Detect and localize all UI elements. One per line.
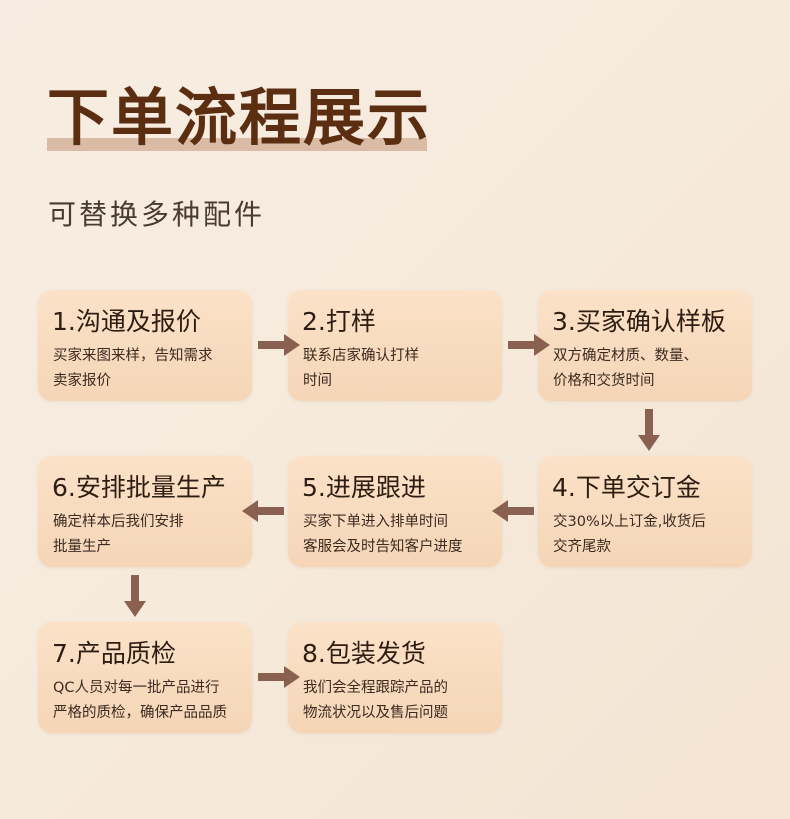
step-description: 交30%以上订金,收货后 交齐尾款 [553, 510, 749, 560]
step-desc-line: 客服会及时告知客户进度 [303, 539, 463, 555]
step-card-7: 7.产品质检 QC人员对每一批产品进行 严格的质检，确保产品品质 [38, 622, 252, 733]
arrow-right-icon [508, 334, 550, 356]
step-desc-line: 我们会全程跟踪产品的 [303, 680, 448, 696]
step-description: 双方确定材质、数量、 价格和交货时间 [553, 344, 749, 394]
step-desc-line: 交齐尾款 [553, 539, 611, 555]
step-title: 5.进展跟进 [302, 473, 426, 502]
step-desc-line: 时间 [303, 373, 332, 389]
page-title: 下单流程展示 [47, 81, 432, 154]
step-desc-line: 卖家报价 [53, 373, 111, 389]
step-description: QC人员对每一批产品进行 严格的质检，确保产品品质 [53, 676, 249, 726]
step-description: 买家下单进入排单时间 客服会及时告知客户进度 [303, 510, 499, 560]
step-desc-line: 物流状况以及售后问题 [303, 705, 448, 721]
arrow-right-icon [258, 666, 300, 688]
step-card-6: 6.安排批量生产 确定样本后我们安排 批量生产 [38, 456, 252, 567]
step-description: 确定样本后我们安排 批量生产 [53, 510, 249, 560]
arrow-down-icon [124, 575, 146, 617]
step-desc-line: QC人员对每一批产品进行 [53, 680, 220, 696]
arrow-down-icon [638, 409, 660, 451]
title-underline [47, 138, 427, 151]
step-description: 联系店家确认打样 时间 [303, 344, 499, 394]
arrow-left-icon [242, 500, 284, 522]
step-desc-line: 批量生产 [53, 539, 111, 555]
step-title: 6.安排批量生产 [52, 473, 226, 502]
page-subtitle: 可替换多种配件 [48, 198, 266, 231]
step-title: 4.下单交订金 [552, 473, 701, 502]
step-title: 3.买家确认样板 [552, 307, 726, 336]
step-desc-line: 买家下单进入排单时间 [303, 514, 448, 530]
step-card-4: 4.下单交订金 交30%以上订金,收货后 交齐尾款 [538, 456, 752, 567]
step-card-1: 1.沟通及报价 买家来图来样，告知需求 卖家报价 [38, 290, 252, 401]
arrow-right-icon [258, 334, 300, 356]
step-card-2: 2.打样 联系店家确认打样 时间 [288, 290, 502, 401]
step-title: 7.产品质检 [52, 639, 176, 668]
step-desc-line: 双方确定材质、数量、 [553, 348, 698, 364]
step-desc-line: 严格的质检，确保产品品质 [53, 705, 227, 721]
step-desc-line: 价格和交货时间 [553, 373, 655, 389]
step-title: 1.沟通及报价 [52, 307, 201, 336]
step-description: 我们会全程跟踪产品的 物流状况以及售后问题 [303, 676, 499, 726]
title-block: 下单流程展示 [47, 78, 431, 158]
step-card-8: 8.包装发货 我们会全程跟踪产品的 物流状况以及售后问题 [288, 622, 502, 733]
step-desc-line: 确定样本后我们安排 [53, 514, 184, 530]
step-desc-line: 交30%以上订金,收货后 [553, 514, 706, 530]
step-desc-line: 买家来图来样，告知需求 [53, 348, 213, 364]
arrow-left-icon [492, 500, 534, 522]
step-title: 2.打样 [302, 307, 376, 336]
step-title: 8.包装发货 [302, 639, 426, 668]
step-description: 买家来图来样，告知需求 卖家报价 [53, 344, 249, 394]
step-card-5: 5.进展跟进 买家下单进入排单时间 客服会及时告知客户进度 [288, 456, 502, 567]
step-desc-line: 联系店家确认打样 [303, 348, 419, 364]
step-card-3: 3.买家确认样板 双方确定材质、数量、 价格和交货时间 [538, 290, 752, 401]
